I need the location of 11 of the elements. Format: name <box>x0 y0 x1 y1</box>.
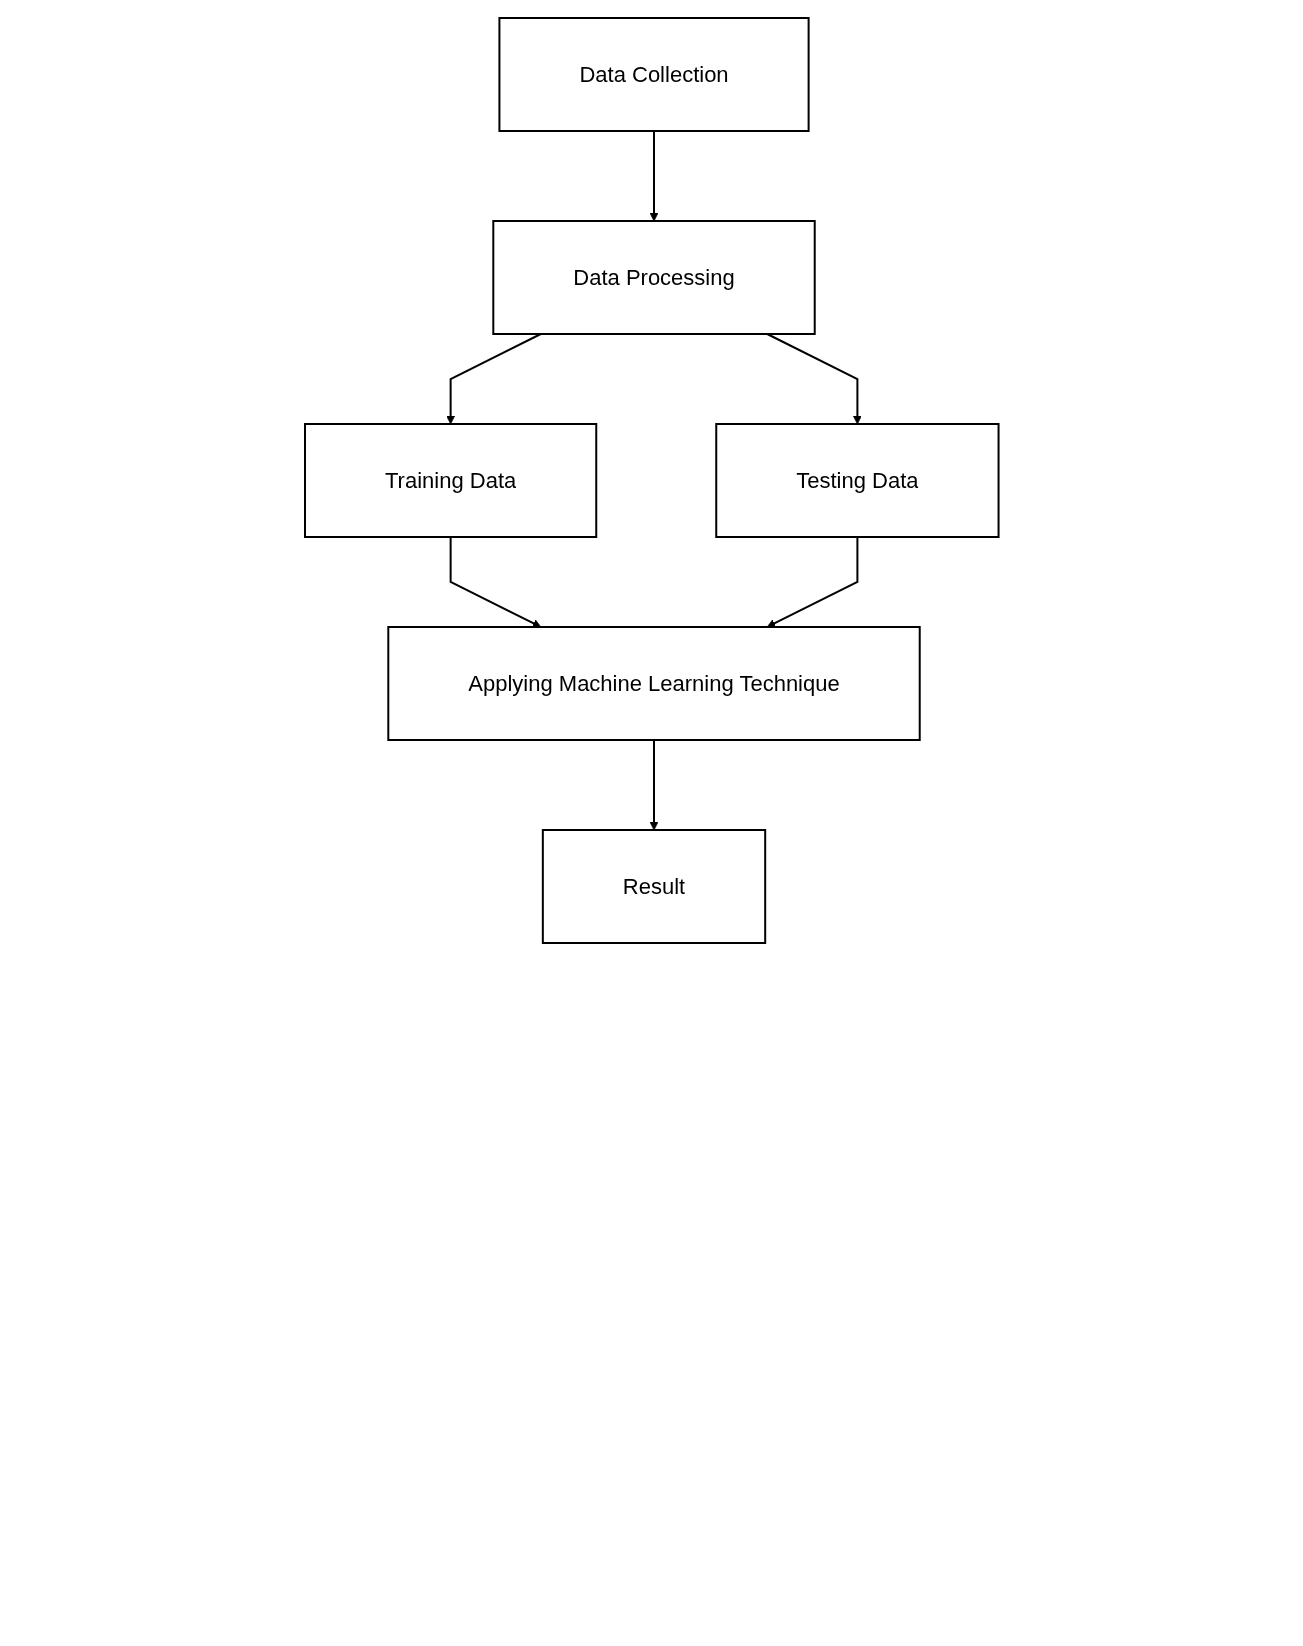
arrow <box>445 333 542 425</box>
node-box: Data Processing <box>492 220 816 335</box>
node-box: Training Data <box>303 423 597 538</box>
arrow <box>449 536 541 628</box>
node-box: Testing Data <box>714 423 1000 538</box>
arrow <box>649 739 659 831</box>
node-box: Applying Machine Learning Technique <box>387 626 921 741</box>
node-box: Data Collection <box>498 17 810 132</box>
arrow <box>649 130 659 222</box>
arrow <box>766 536 859 628</box>
node-box: Result <box>541 829 766 944</box>
